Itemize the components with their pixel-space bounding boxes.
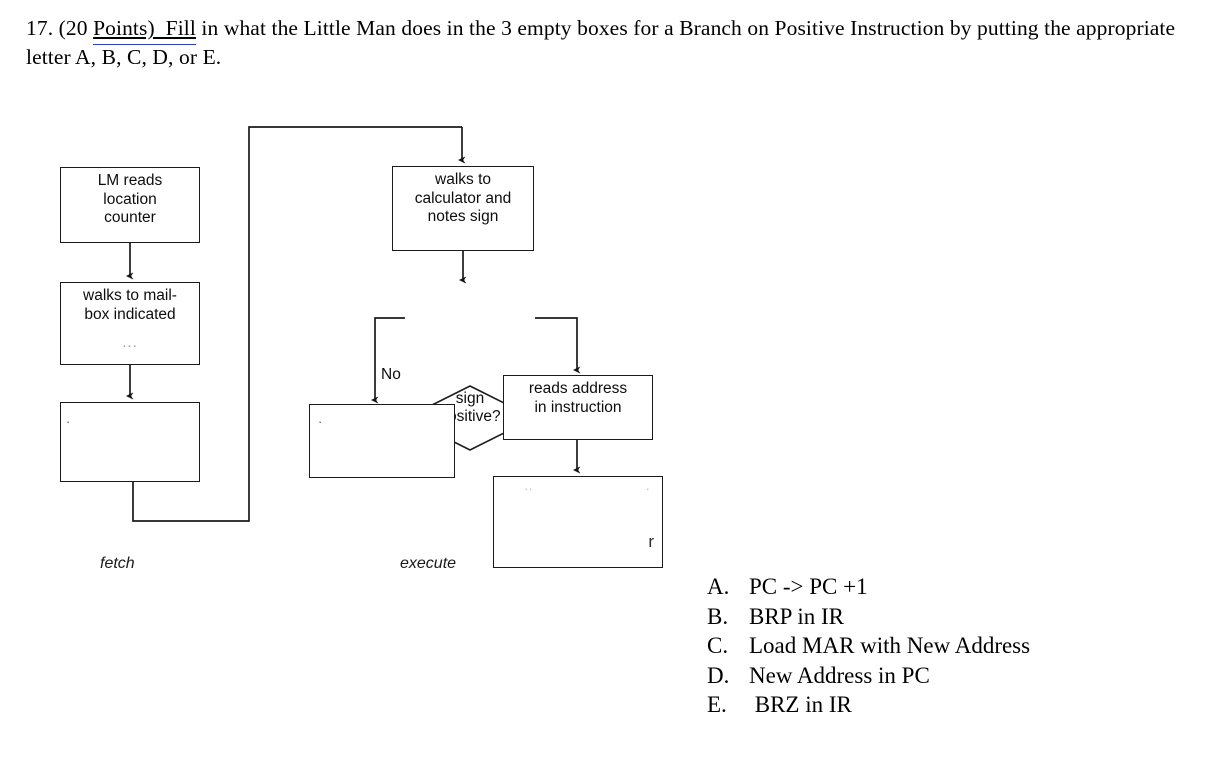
- flow-node-reads-address: reads address in instruction: [503, 375, 653, 440]
- flow-node-fetch-answer-blank[interactable]: ·: [60, 402, 200, 482]
- answer-choice-a-text: PC -> PC +1: [749, 574, 868, 599]
- flow-node-no-branch-answer-blank[interactable]: ·: [309, 404, 455, 478]
- answer-choice-e[interactable]: E. BRZ in IR: [707, 690, 1030, 720]
- answer-choice-e-text: BRZ in IR: [749, 692, 852, 717]
- flow-node-walks-to-calculator: walks to calculator and notes sign: [392, 166, 534, 251]
- answer-choice-d-text: New Address in PC: [749, 662, 930, 688]
- phase-label-fetch: fetch: [100, 555, 135, 572]
- flow-node-read-location-counter: LM reads location counter: [60, 167, 200, 243]
- answer-choice-b-letter: B.: [707, 603, 729, 629]
- fetch-blank-artifact-mark: ·: [66, 414, 71, 429]
- flowchart-connectors: [125, 126, 581, 522]
- final-blank-artifact-mark-left: ··: [524, 481, 533, 496]
- answer-choice-b-text: BRP in IR: [749, 603, 845, 629]
- answer-choice-a[interactable]: A. PC -> PC +1: [707, 572, 1030, 602]
- no-branch-blank-artifact-mark: ·: [318, 414, 323, 429]
- question-suffix: in what the Little Man does in the 3 emp…: [26, 16, 1176, 69]
- answer-choice-e-letter: E.: [707, 692, 727, 717]
- phase-label-execute: execute: [400, 555, 457, 572]
- flow-node-final-answer-blank[interactable]: ·· · r: [493, 476, 663, 568]
- flow-node-walks-to-mailbox-artifact: ...: [122, 334, 138, 351]
- final-blank-artifact-mark-r: r: [648, 532, 654, 551]
- answer-choice-d[interactable]: D. New Address in PC: [707, 661, 1030, 691]
- answer-choice-d-letter: D.: [707, 662, 730, 688]
- answer-choice-b[interactable]: B. BRP in IR: [707, 602, 1030, 632]
- flow-node-walks-to-mailbox-label: walks to mail- box indicated: [83, 287, 177, 323]
- final-blank-artifact-mark-right: ·: [645, 481, 650, 496]
- question-prompt: 17. (20 Points) Fill in what the Little …: [26, 14, 1176, 72]
- answer-choice-a-letter: A.: [707, 574, 730, 599]
- question-prefix: 17. (20: [26, 16, 94, 40]
- answer-choice-c[interactable]: C. Load MAR with New Address: [707, 631, 1030, 661]
- edge-label-no: No: [381, 366, 401, 383]
- flow-node-walks-to-calculator-label: walks to calculator and notes sign: [414, 171, 512, 225]
- flowchart-diagram: LM reads location counter walks to mail-…: [0, 100, 720, 600]
- answer-choice-c-text: Load MAR with New Address: [749, 633, 1031, 658]
- flow-node-walks-to-mailbox: walks to mail- box indicated ...: [60, 282, 200, 365]
- flow-node-reads-address-label: reads address in instruction: [528, 380, 628, 416]
- question-underlined-phrase: Points) Fill: [93, 16, 196, 40]
- answer-choices-list: A. PC -> PC +1 B. BRP in IR C. Load MAR …: [707, 572, 1030, 720]
- answer-choice-c-letter: C.: [707, 633, 729, 658]
- flow-node-read-location-counter-label: LM reads location counter: [97, 172, 163, 226]
